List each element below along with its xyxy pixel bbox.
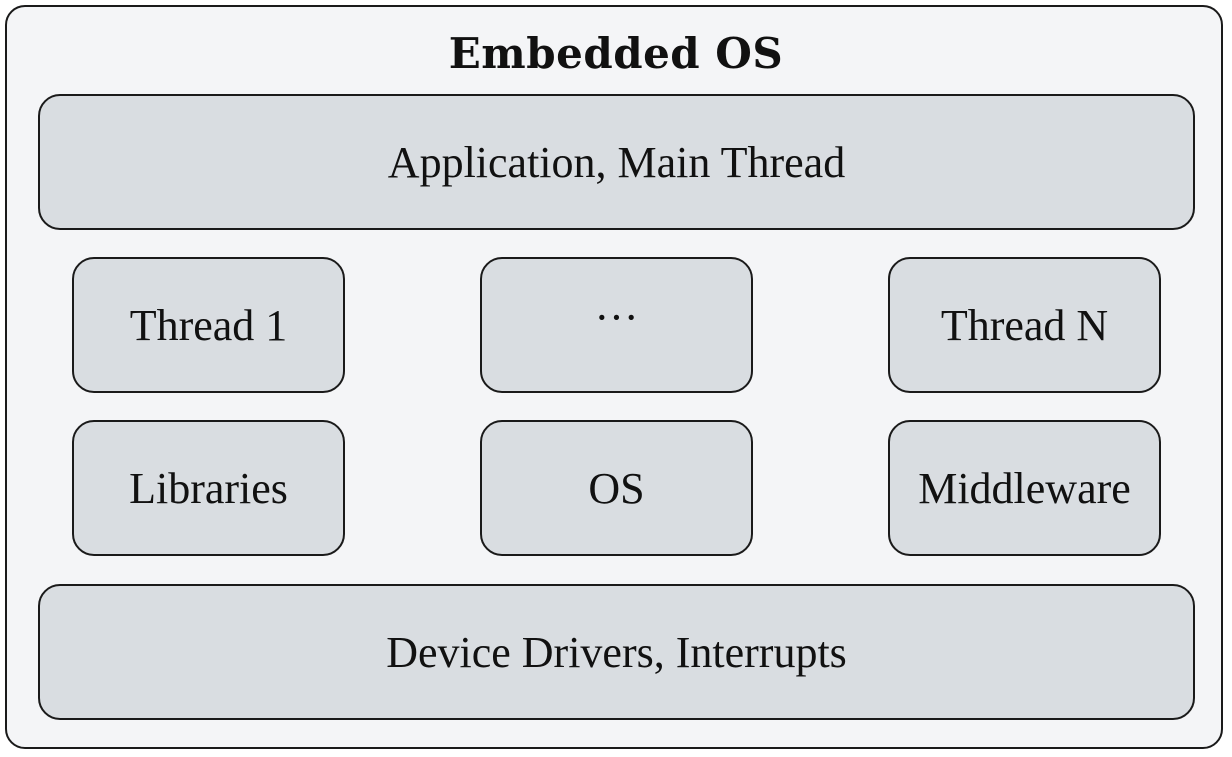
thread-ellipsis-label: ··· — [594, 292, 639, 342]
application-main-thread-box: Application, Main Thread — [38, 94, 1195, 230]
device-drivers-interrupts-label: Device Drivers, Interrupts — [386, 627, 847, 677]
device-drivers-interrupts-box: Device Drivers, Interrupts — [38, 584, 1195, 720]
middleware-box: Middleware — [888, 420, 1161, 556]
thread-1-box: Thread 1 — [72, 257, 345, 393]
thread-n-label: Thread N — [940, 300, 1109, 350]
os-box: OS — [480, 420, 753, 556]
thread-n-box: Thread N — [888, 257, 1161, 393]
os-label: OS — [588, 463, 645, 513]
thread-ellipsis-box: ··· — [480, 257, 753, 393]
diagram-title: Embedded OS — [448, 29, 784, 78]
libraries-label: Libraries — [129, 463, 288, 513]
application-main-thread-label: Application, Main Thread — [387, 137, 846, 187]
thread-1-label: Thread 1 — [129, 300, 288, 350]
libraries-box: Libraries — [72, 420, 345, 556]
middleware-label: Middleware — [918, 463, 1131, 513]
